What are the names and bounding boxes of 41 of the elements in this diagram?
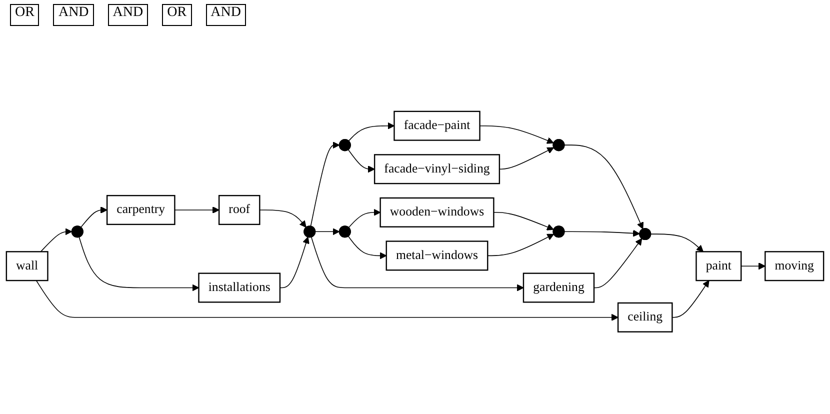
node-box: carpentry — [106, 195, 176, 226]
arrow — [36, 280, 618, 322]
arrow — [174, 206, 220, 214]
node-box: paint — [696, 251, 742, 282]
gate-label: AND — [108, 4, 148, 26]
arrow — [650, 234, 704, 252]
node-box: metal−windows — [386, 241, 488, 272]
arrow — [672, 280, 710, 318]
arrow — [487, 234, 554, 256]
arrow — [40, 228, 72, 252]
node-box: installations — [198, 273, 281, 304]
node-box: moving — [764, 251, 824, 282]
arrow — [310, 236, 524, 292]
node-box: facade−paint — [394, 111, 480, 142]
arrow — [499, 148, 554, 170]
arrow — [348, 209, 381, 228]
gate-label: AND — [206, 4, 246, 26]
arrow — [479, 126, 554, 144]
arrow — [348, 122, 395, 142]
node-box: roof — [218, 195, 260, 226]
arrow — [259, 210, 306, 228]
gate-label: OR — [10, 4, 40, 26]
arrow — [348, 236, 387, 260]
gate-label: OR — [162, 4, 192, 26]
node-box: facade−vinyl−siding — [374, 154, 500, 185]
arrow — [310, 142, 340, 227]
node-box: wall — [6, 251, 48, 282]
arrow — [564, 145, 644, 230]
node-box: ceiling — [617, 302, 673, 333]
arrow — [564, 230, 640, 238]
node-box: wooden−windows — [380, 198, 494, 228]
arrow — [348, 150, 375, 174]
arrow — [594, 238, 642, 289]
node-box: gardening — [522, 273, 595, 304]
arrow — [740, 262, 766, 270]
arrow — [280, 237, 310, 289]
arrow — [78, 236, 200, 292]
arrow — [314, 228, 340, 236]
gate-label: AND — [53, 4, 94, 26]
arrow — [80, 206, 108, 228]
arrow — [493, 212, 554, 231]
